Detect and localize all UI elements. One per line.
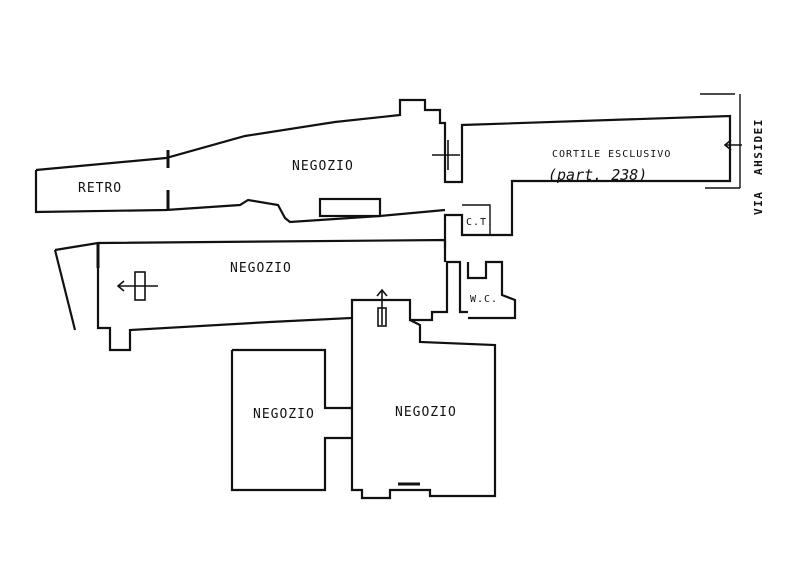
label-negozio-top: NEGOZIO: [292, 159, 354, 174]
label-ct: C.T.: [466, 217, 494, 228]
ct-room: [462, 204, 491, 236]
label-retro: RETRO: [78, 181, 122, 196]
label-negozio-middle: NEGOZIO: [230, 261, 292, 276]
label-street-name: AHSIDEI: [752, 118, 765, 175]
door-arrow-head: [376, 288, 388, 297]
label-negozio-bottom-right: NEGOZIO: [395, 405, 457, 420]
door-arrow-head: [116, 280, 125, 292]
label-wc: W.C.: [470, 294, 498, 305]
label-negozio-bottom-left: NEGOZIO: [253, 407, 315, 422]
pillar: [318, 197, 382, 218]
middle-wing-walls: [53, 238, 468, 352]
label-street-via: VIA: [752, 191, 765, 215]
wc-walls: [466, 260, 517, 320]
entrance-arrow-head: [723, 139, 732, 151]
label-particella: (part. 238): [548, 166, 647, 184]
top-wing-walls: [34, 98, 732, 248]
street-edge: [700, 93, 742, 189]
label-cortile: CORTILE ESCLUSIVO: [552, 149, 671, 160]
bottom-block-walls: [230, 288, 497, 500]
